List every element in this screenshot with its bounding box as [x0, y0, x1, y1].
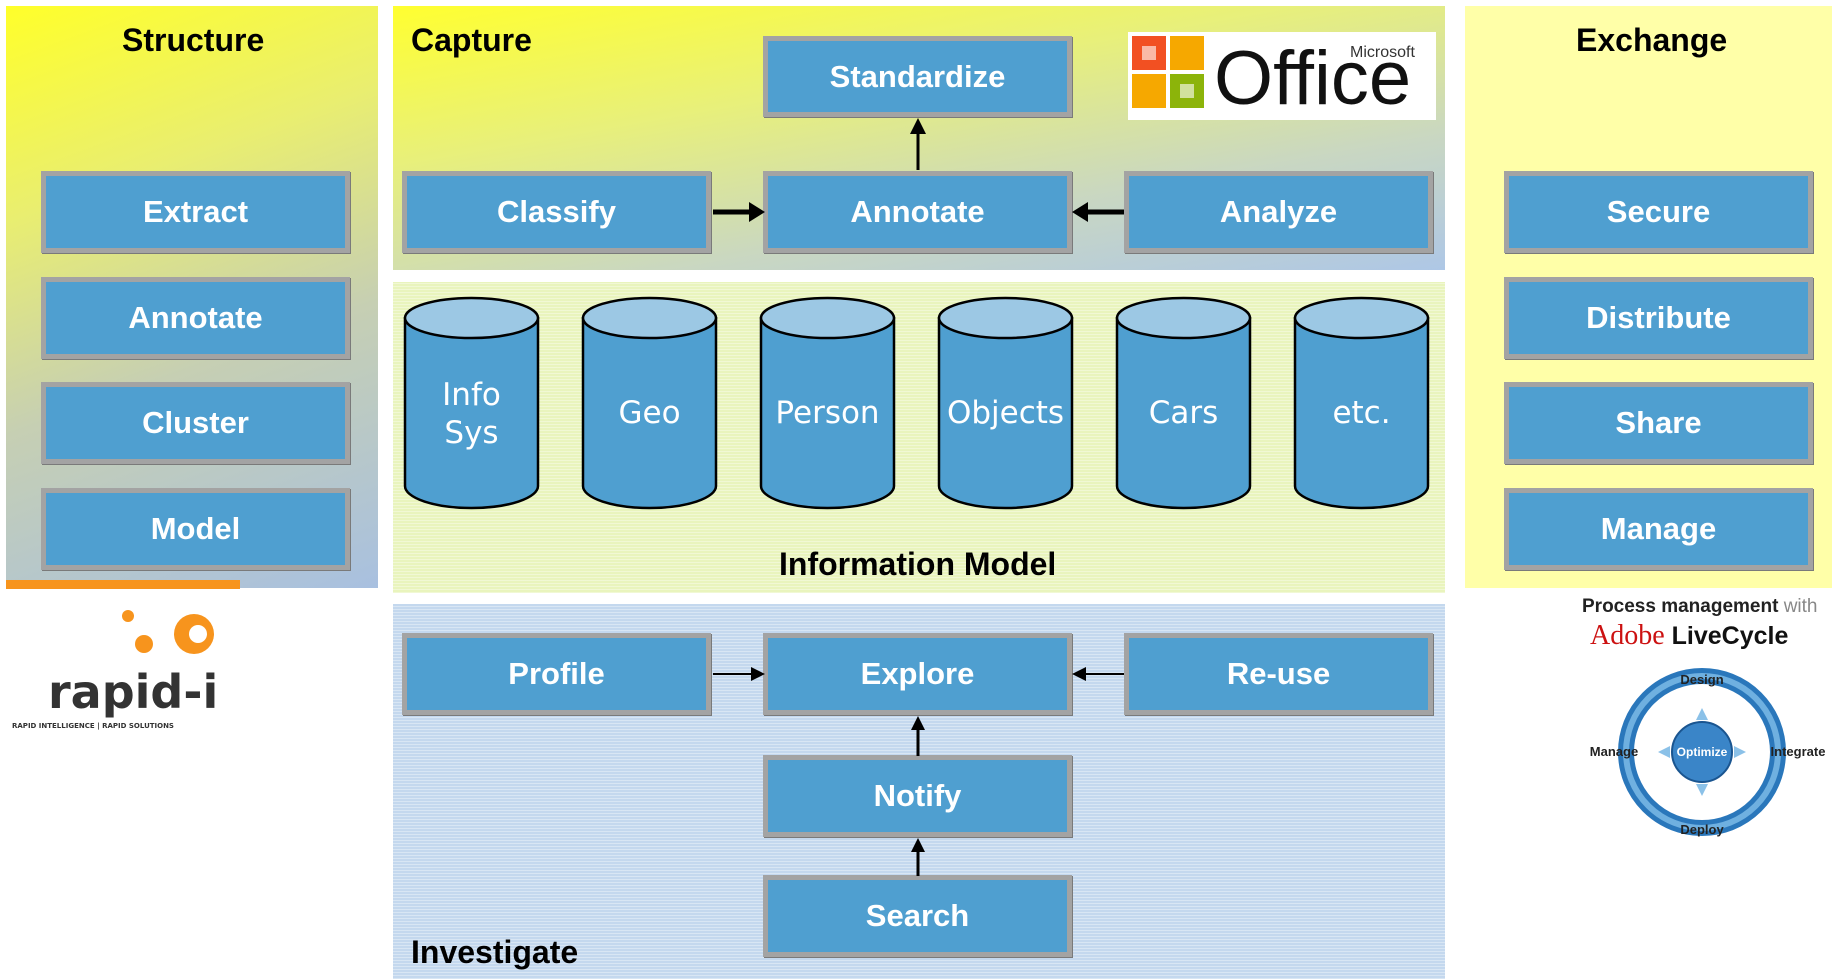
arrow-search-to-notify: [911, 838, 925, 876]
analyze-box[interactable]: Analyze: [1124, 171, 1433, 253]
capture-title: Capture: [411, 22, 532, 58]
distribute-box[interactable]: Distribute: [1504, 277, 1813, 359]
data-store-label: Person: [759, 394, 896, 432]
profile-box[interactable]: Profile: [402, 633, 711, 715]
standardize-box[interactable]: Standardize: [763, 36, 1072, 117]
adobe-caption-light: with: [1783, 596, 1818, 617]
livecycle-product-text: LiveCycle: [1671, 622, 1789, 650]
data-store-cylinder[interactable]: Geo: [581, 296, 718, 510]
arrow-notify-to-explore: [911, 716, 925, 756]
data-store-cylinder[interactable]: Objects: [937, 296, 1074, 510]
search-box[interactable]: Search: [763, 875, 1072, 957]
microsoft-office-logo: Microsoft Office: [1128, 32, 1436, 120]
cylinder-shape: [1293, 296, 1430, 510]
exchange-manage-box[interactable]: Manage: [1504, 488, 1813, 570]
adobe-livecycle-logo: Process management with Adobe LiveCycle …: [1572, 594, 1830, 850]
adobe-brand-text: Adobe: [1590, 620, 1665, 651]
data-store-label-line: Info: [442, 377, 501, 413]
cycle-right-label: Integrate: [1771, 744, 1826, 759]
data-store-label: Geo: [581, 394, 718, 432]
office-brand-text: Microsoft: [1350, 44, 1415, 61]
data-store-label: Objects: [937, 394, 1074, 432]
cluster-box[interactable]: Cluster: [41, 382, 350, 464]
extract-box[interactable]: Extract: [41, 171, 350, 253]
arrow-annotate-to-standardize: [910, 118, 926, 170]
arrow-classify-to-annotate: [713, 202, 765, 222]
cylinder-shape: [759, 296, 896, 510]
classify-box[interactable]: Classify: [402, 171, 711, 253]
exchange-title: Exchange: [1576, 22, 1728, 58]
data-store-cylinder[interactable]: etc.: [1293, 296, 1430, 510]
rapid-i-tagline: RAPID INTELLIGENCE | RAPID SOLUTIONS: [12, 722, 174, 731]
office-logo-icon: [1132, 36, 1204, 108]
rapid-i-logo-icon: rapid-i RAPID INTELLIGENCE | RAPID SOLUT…: [12, 610, 218, 731]
data-store-cylinder[interactable]: Cars: [1115, 296, 1252, 510]
livecycle-cycle-icon: Design Integrate Deploy Manage Optimize: [1590, 668, 1826, 837]
cycle-left-label: Manage: [1590, 744, 1638, 759]
cylinder-shape: [403, 296, 540, 510]
adobe-caption-bold: Process management: [1582, 596, 1779, 617]
reuse-box[interactable]: Re-use: [1124, 633, 1433, 715]
explore-box[interactable]: Explore: [763, 633, 1072, 715]
model-box[interactable]: Model: [41, 488, 350, 570]
arrow-profile-to-explore: [713, 667, 765, 681]
cycle-bottom-label: Deploy: [1680, 822, 1724, 837]
capture-annotate-box[interactable]: Annotate: [763, 171, 1072, 253]
information-model-panel: Information Model: [393, 282, 1445, 593]
share-box[interactable]: Share: [1504, 382, 1813, 464]
information-model-title: Information Model: [779, 546, 1057, 582]
rapid-i-wordmark: rapid-i: [48, 665, 218, 719]
notify-box[interactable]: Notify: [763, 755, 1072, 837]
structure-annotate-box[interactable]: Annotate: [41, 277, 350, 359]
rapid-i-logo: rapid-i RAPID INTELLIGENCE | RAPID SOLUT…: [8, 608, 238, 738]
data-store-label-line: Objects: [946, 395, 1065, 431]
data-store-label: Cars: [1115, 394, 1252, 432]
cycle-center-label: Optimize: [1677, 745, 1728, 759]
data-store-label-line: etc.: [1332, 395, 1391, 431]
data-store-label-line: Cars: [1148, 395, 1219, 431]
data-store-label-line: Sys: [444, 415, 499, 451]
arrow-analyze-to-annotate: [1072, 202, 1124, 222]
data-store-cylinder[interactable]: Person: [759, 296, 896, 510]
data-store-label: etc.: [1293, 394, 1430, 432]
arrow-reuse-to-explore: [1072, 667, 1124, 681]
cylinder-shape: [581, 296, 718, 510]
cylinder-shape: [937, 296, 1074, 510]
secure-box[interactable]: Secure: [1504, 171, 1813, 253]
structure-title: Structure: [122, 22, 265, 58]
orange-accent-bar: [6, 580, 240, 589]
cycle-top-label: Design: [1680, 672, 1723, 687]
data-store-label-line: Geo: [618, 395, 681, 431]
office-product-text: Office: [1214, 36, 1412, 121]
data-store-label-line: Person: [775, 395, 880, 431]
investigate-title: Investigate: [411, 934, 579, 970]
cylinder-shape: [1115, 296, 1252, 510]
